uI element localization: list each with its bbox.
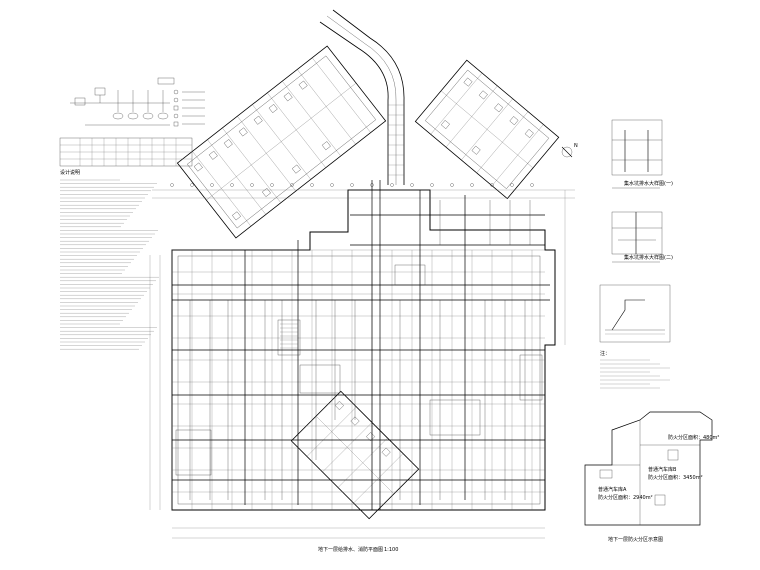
entrance-ramp <box>319 9 405 185</box>
detail-2 <box>611 211 663 263</box>
north-mark: N <box>574 143 578 149</box>
fire-zone-key-plan <box>584 411 713 526</box>
column-grid <box>170 183 545 510</box>
riser-system-diagram <box>70 77 175 126</box>
main-basement-plan <box>149 189 575 539</box>
equipment-table <box>59 137 193 167</box>
wing-upper-left <box>176 45 387 239</box>
symbol-legend <box>173 89 205 127</box>
zone-a-name: 普通汽车库A <box>598 487 627 493</box>
main-plan-scale: 1:100 <box>384 547 399 553</box>
zone-a-area: 防火分区面积：2940m² <box>598 495 653 501</box>
zone-c-area: 防火分区面积：480m² <box>668 435 720 441</box>
detail-1 <box>611 119 663 189</box>
main-plan-title: 地下一层给排水、消防平面图 <box>318 547 384 553</box>
detail-1-title: 集水坑排水大样图(一) <box>624 181 673 187</box>
fire-zone-title: 地下一层防火分区示意图 <box>608 537 664 543</box>
side-notes-text <box>600 359 670 389</box>
detail-3 <box>599 284 671 343</box>
design-notes-text <box>60 179 159 350</box>
zone-b-name: 普通汽车库B <box>648 467 677 473</box>
side-notes-heading: 注： <box>600 351 611 357</box>
north-arrow <box>561 146 573 158</box>
detail-2-title: 集水坑排水大样图(二) <box>624 255 673 261</box>
notes-heading: 设计说明 <box>60 170 81 176</box>
zone-b-area: 防火分区面积：3450m² <box>648 475 703 481</box>
wing-upper-right <box>414 59 560 200</box>
pipe-network <box>172 180 550 510</box>
